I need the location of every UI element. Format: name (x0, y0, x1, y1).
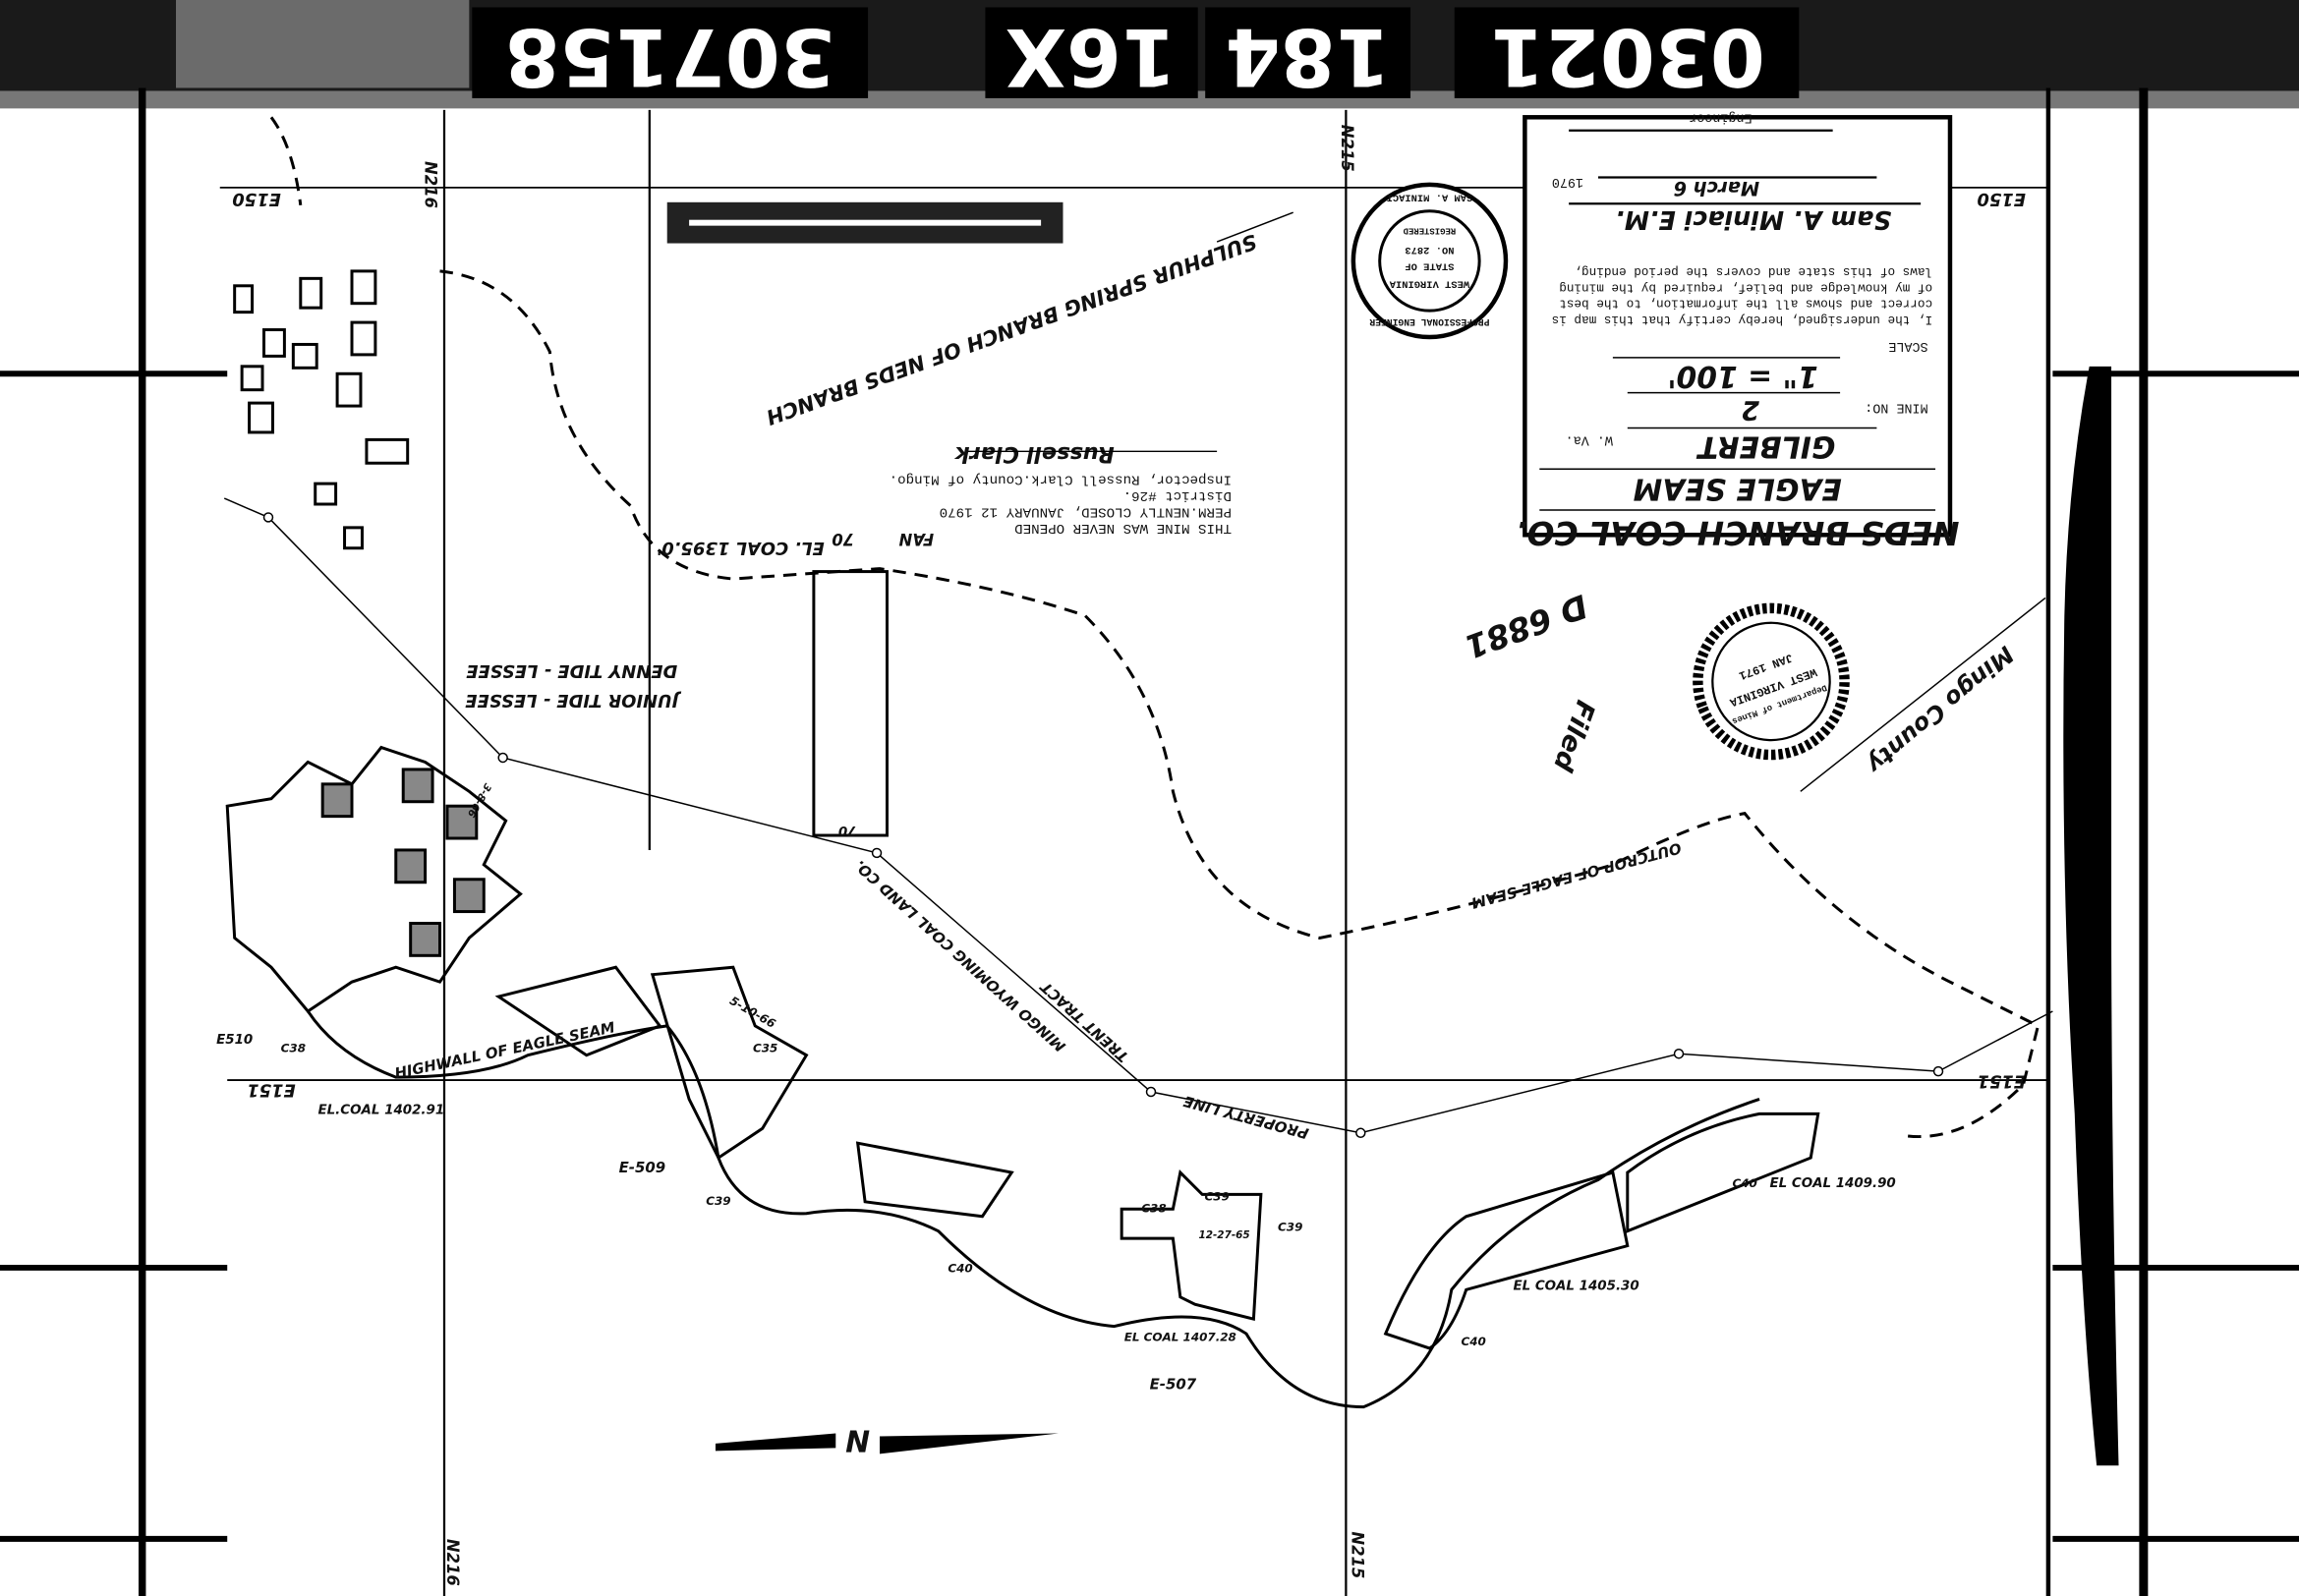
label: EL.COAL 1402.91 (317, 1103, 444, 1117)
film-label: 16X (1006, 11, 1177, 103)
seal-text: PROFESSIONAL ENGINEER (1369, 316, 1489, 327)
film-label: 307158 (505, 11, 835, 103)
north-arrow: N (715, 1422, 1060, 1456)
film-label: 03021 (1490, 11, 1765, 103)
company-name: NEDS BRANCH COAL CO. (1516, 514, 1960, 551)
label: 5-10-66 (727, 994, 777, 1031)
label: PROPERTY LINE (1181, 1092, 1310, 1142)
seal-text: STATE OF (1405, 259, 1454, 271)
seal-text: SAM A. MINIACI (1387, 191, 1473, 202)
grid-label: N216 (422, 161, 440, 208)
label: E510 (216, 1033, 253, 1048)
inspector-note: THIS MINE WAS NEVER OPENED PERM.NENTLY C… (890, 441, 1232, 536)
seam-name: EAGLE SEAM (1633, 472, 1842, 506)
label: DENNY TIDE - LESSEE (466, 660, 677, 681)
seal-text: NO. 2873 (1405, 244, 1454, 256)
label: Mingo County (1861, 641, 2019, 780)
note-line: District #26. (1123, 487, 1232, 503)
scale-value: 1" = 100' (1667, 359, 1817, 393)
label: C39 (706, 1194, 730, 1208)
label: EL COAL 1405.30 (1513, 1279, 1638, 1293)
outcrop-line-upper (269, 116, 303, 205)
title-block: NEDS BRANCH COAL CO. EAGLE SEAM GILBERT … (1516, 109, 1960, 551)
label: Filed (1547, 696, 1601, 775)
label: D 6881 (1460, 587, 1592, 665)
mine-no-label: MINE NO: (1865, 400, 1927, 415)
label: JUNIOR TIDE - LESSEE (465, 690, 681, 711)
note-line: PERM.NENTLY CLOSED, JANUARY 12 1970 (940, 503, 1232, 519)
survey-points (262, 512, 1944, 1138)
note-line: THIS MINE WAS NEVER OPENED (1014, 520, 1232, 536)
label: EL. COAL 1395.0' (657, 538, 825, 558)
label: C39 (1278, 1221, 1302, 1234)
seal-text: REGISTERED (1403, 226, 1456, 236)
label: C38 (281, 1042, 306, 1055)
certification-line: laws of this state and covers the period… (1574, 264, 1932, 279)
label: 12-27-65 (1198, 1229, 1249, 1241)
grid-label: E150 (232, 189, 281, 209)
label: HIGHWALL OF EAGLE SEAM (393, 1018, 616, 1082)
note-line: Inspector, Russell Clark.County of Mingo… (890, 472, 1232, 487)
mine-workings (225, 269, 1820, 1350)
engineer-seal: WEST VIRGINIA STATE OF NO. 2873 REGISTER… (1351, 182, 1509, 340)
county-line (1800, 597, 2046, 792)
cert-date: March 6 (1674, 177, 1759, 200)
label: E-507 (1150, 1376, 1197, 1394)
grid-label: E151 (1977, 1071, 2026, 1092)
label: SULPHUR SPRING BRANCH OF NEDS BRANCH (763, 229, 1260, 429)
outcrop-line (439, 269, 2040, 1139)
highwall-line (307, 1010, 1760, 1409)
label: 70 (838, 823, 857, 837)
label: 3-8-66 (465, 781, 493, 820)
grid-labels: E150 E150 E151 E151 N216 N216 N215 N215 (232, 125, 2026, 1586)
grid-label: N216 (443, 1539, 462, 1586)
label: C35 (753, 1042, 777, 1055)
label: C40 (1732, 1176, 1756, 1190)
sulphur-spring-arrow (1216, 211, 1293, 243)
state: W. Va. (1566, 431, 1613, 446)
signature: Sam A. Miniaci E.M. (1615, 205, 1891, 235)
label: E-509 (619, 1159, 666, 1176)
cert-year: 1970 (1552, 174, 1583, 189)
grid-lines (0, 87, 2299, 1596)
north-label: N (845, 1422, 870, 1456)
label: FAN (898, 530, 934, 548)
label: MINGO WYOMING COAL LAND CO. (851, 857, 1069, 1055)
scan-edge-shadow (2063, 366, 2119, 1466)
label: C38 (1141, 1201, 1166, 1215)
label: EL COAL 1409.90 (1770, 1176, 1896, 1191)
label: OUTCROP OF EAGLE SEAM (1469, 839, 1684, 912)
film-header: 307158 16X 184 03021 (0, 0, 2299, 109)
label: C40 (1461, 1335, 1485, 1348)
grid-label: E150 (1977, 189, 2026, 209)
label: 70 (832, 530, 854, 548)
label: TRENT TRACT (1036, 977, 1132, 1066)
scale-bar (666, 201, 1063, 244)
grid-label: N215 (1338, 125, 1356, 172)
scale-label: SCALE (1888, 338, 1927, 353)
film-label: 184 (1226, 11, 1391, 103)
label: C40 (948, 1261, 972, 1275)
location: GILBERT (1696, 428, 1835, 463)
grid-label: N215 (1348, 1531, 1366, 1578)
grid-label: E151 (247, 1080, 296, 1101)
certification-line: I, the undersigned, hereby certify that … (1552, 313, 1932, 327)
engineer-label: Engineer (1689, 109, 1752, 124)
seal-text: WEST VIRGINIA (1389, 277, 1469, 289)
label: C39 (1204, 1189, 1229, 1203)
received-stamp: Department of Mines WEST VIRGINIA JAN 19… (1693, 602, 1850, 761)
mine-no: 2 (1741, 395, 1759, 426)
certification-line: correct and shows all the information, t… (1559, 297, 1932, 312)
inspector-signature: Russell Clark (954, 441, 1115, 467)
certification-line: of my knowledge and belief, required by … (1559, 280, 1932, 295)
label: EL COAL 1407.28 (1124, 1331, 1236, 1344)
